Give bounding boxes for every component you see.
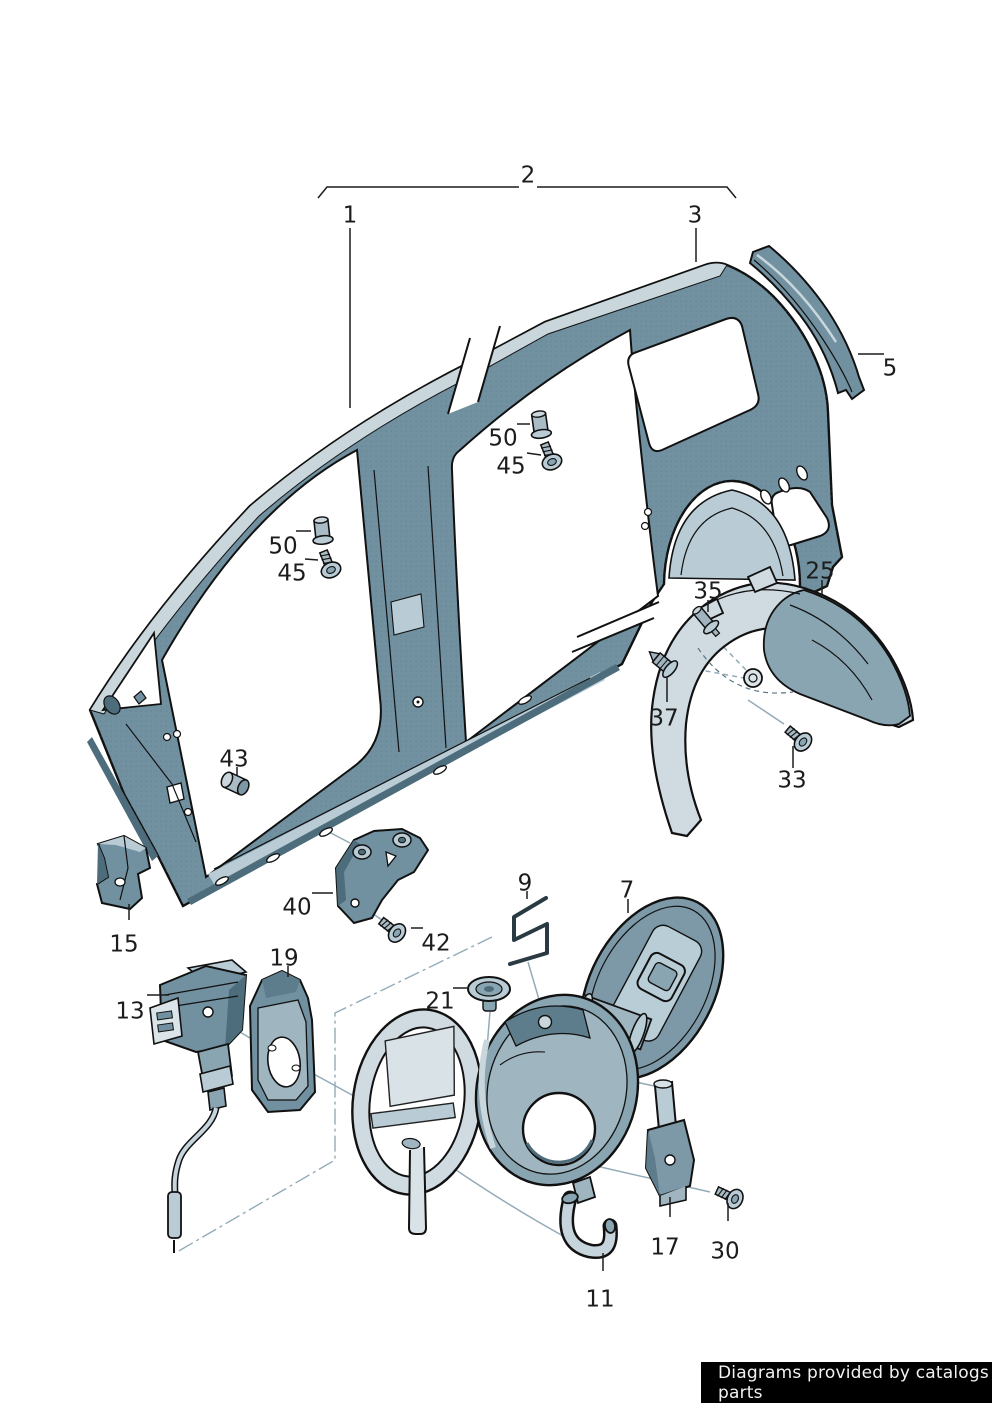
spring-anchor-hole (537, 1014, 553, 1030)
end-bracket-15 (95, 834, 152, 911)
actuator-connector (149, 996, 183, 1046)
sill-shadow (187, 664, 620, 905)
cable-sleeve (167, 1191, 182, 1239)
seal-ring (351, 1008, 483, 1235)
sill-slots (215, 695, 532, 886)
bracket-40 (334, 827, 430, 925)
mirror-patch (103, 695, 121, 715)
bracket-19 (248, 969, 317, 1114)
wheel-arch-liner-25 (650, 565, 915, 838)
b-pillar-details (373, 465, 447, 753)
callout-leaders (128, 186, 884, 1271)
expanding-rivet-35 (692, 605, 721, 638)
side-panel-frame (87, 261, 844, 908)
hinge-pillar-details (87, 690, 197, 861)
quarter-window-aperture (627, 316, 760, 453)
filler-opening (521, 1091, 597, 1167)
rear-panel-slots (759, 465, 809, 505)
seal-ring-tube (407, 1146, 428, 1235)
provider-banner-text: Diagrams provided by catalogs parts (718, 1362, 989, 1403)
retaining-spring-9 (508, 896, 549, 966)
screw-33 (780, 720, 816, 756)
group-2-bracket (317, 186, 737, 199)
roof-flange-highlight (89, 262, 728, 715)
roof-break-cut (447, 325, 501, 415)
drain-hose-11 (559, 1190, 618, 1259)
rear-door-aperture (450, 328, 660, 744)
grommet-21 (467, 976, 511, 1012)
screw-42 (374, 912, 410, 947)
front-triangle-aperture (101, 630, 162, 712)
roof-trim-strip-5 (748, 244, 866, 401)
liner-fastener-hole (743, 668, 763, 688)
grommet-43 (220, 771, 250, 796)
construction-box-lines (176, 936, 493, 1253)
pillar-break-cut (571, 601, 660, 653)
inner-wheelhouse (668, 489, 796, 581)
lock-actuator-13 (149, 959, 248, 1253)
provider-banner: Diagrams provided by catalogs parts (701, 1362, 992, 1403)
hinge-17 (644, 1079, 696, 1208)
expansion-nut-37 (648, 650, 679, 679)
screw-30 (711, 1180, 747, 1213)
filler-pocket-housing (474, 993, 640, 1205)
